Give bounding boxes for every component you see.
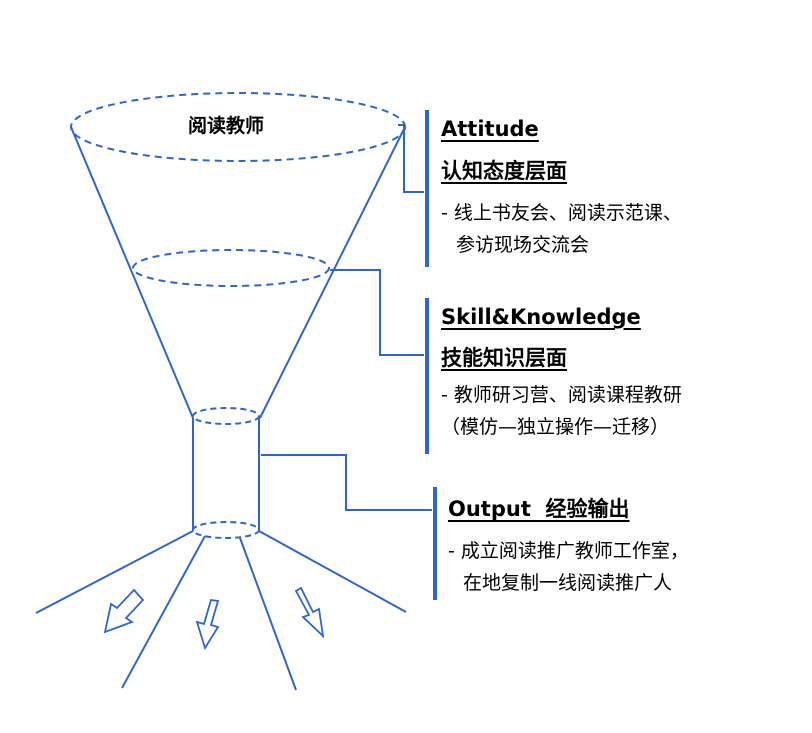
output-line-1: - 成立阅读推广教师工作室，: [448, 540, 689, 562]
funnel-right-side: [259, 126, 406, 419]
output-ray-1: [35, 530, 194, 614]
attitude-line-1: - 线上书友会、阅读示范课、: [441, 202, 682, 224]
arrow-down-right-icon: [294, 586, 325, 639]
attitude-subheading: 认知态度层面: [441, 159, 567, 183]
callout-bar-skill: [425, 298, 429, 454]
output-line-2: 在地复制一线阅读推广人: [463, 572, 673, 594]
skill-heading: Skill&Knowledge: [441, 305, 641, 329]
output-heading: Output 经验输出: [448, 497, 630, 521]
funnel-neck-top-ring: [192, 407, 260, 425]
arrow-down-left-icon: [103, 588, 145, 634]
attitude-line-2: 参访现场交流会: [456, 234, 590, 256]
skill-subheading: 技能知识层面: [441, 346, 567, 370]
connector-attitude: [398, 124, 424, 193]
output-ray-2: [121, 535, 206, 689]
callout-bar-attitude: [425, 110, 429, 267]
callout-bar-output: [433, 487, 437, 600]
funnel-neck-bottom-ring: [192, 521, 260, 539]
connector-skill: [330, 269, 424, 356]
skill-line-2: （模仿—独立操作—迁移）: [441, 416, 670, 438]
attitude-heading: Attitude: [441, 117, 539, 141]
funnel-title: 阅读教师: [188, 115, 265, 137]
output-ray-4: [258, 530, 407, 613]
funnel-left-side: [70, 126, 194, 419]
arrow-down-icon: [195, 598, 220, 651]
skill-line-1: - 教师研习营、阅读课程教研: [441, 384, 682, 406]
connector-output: [261, 454, 432, 511]
output-ray-3: [239, 537, 297, 691]
funnel-middle-ring: [132, 249, 330, 287]
